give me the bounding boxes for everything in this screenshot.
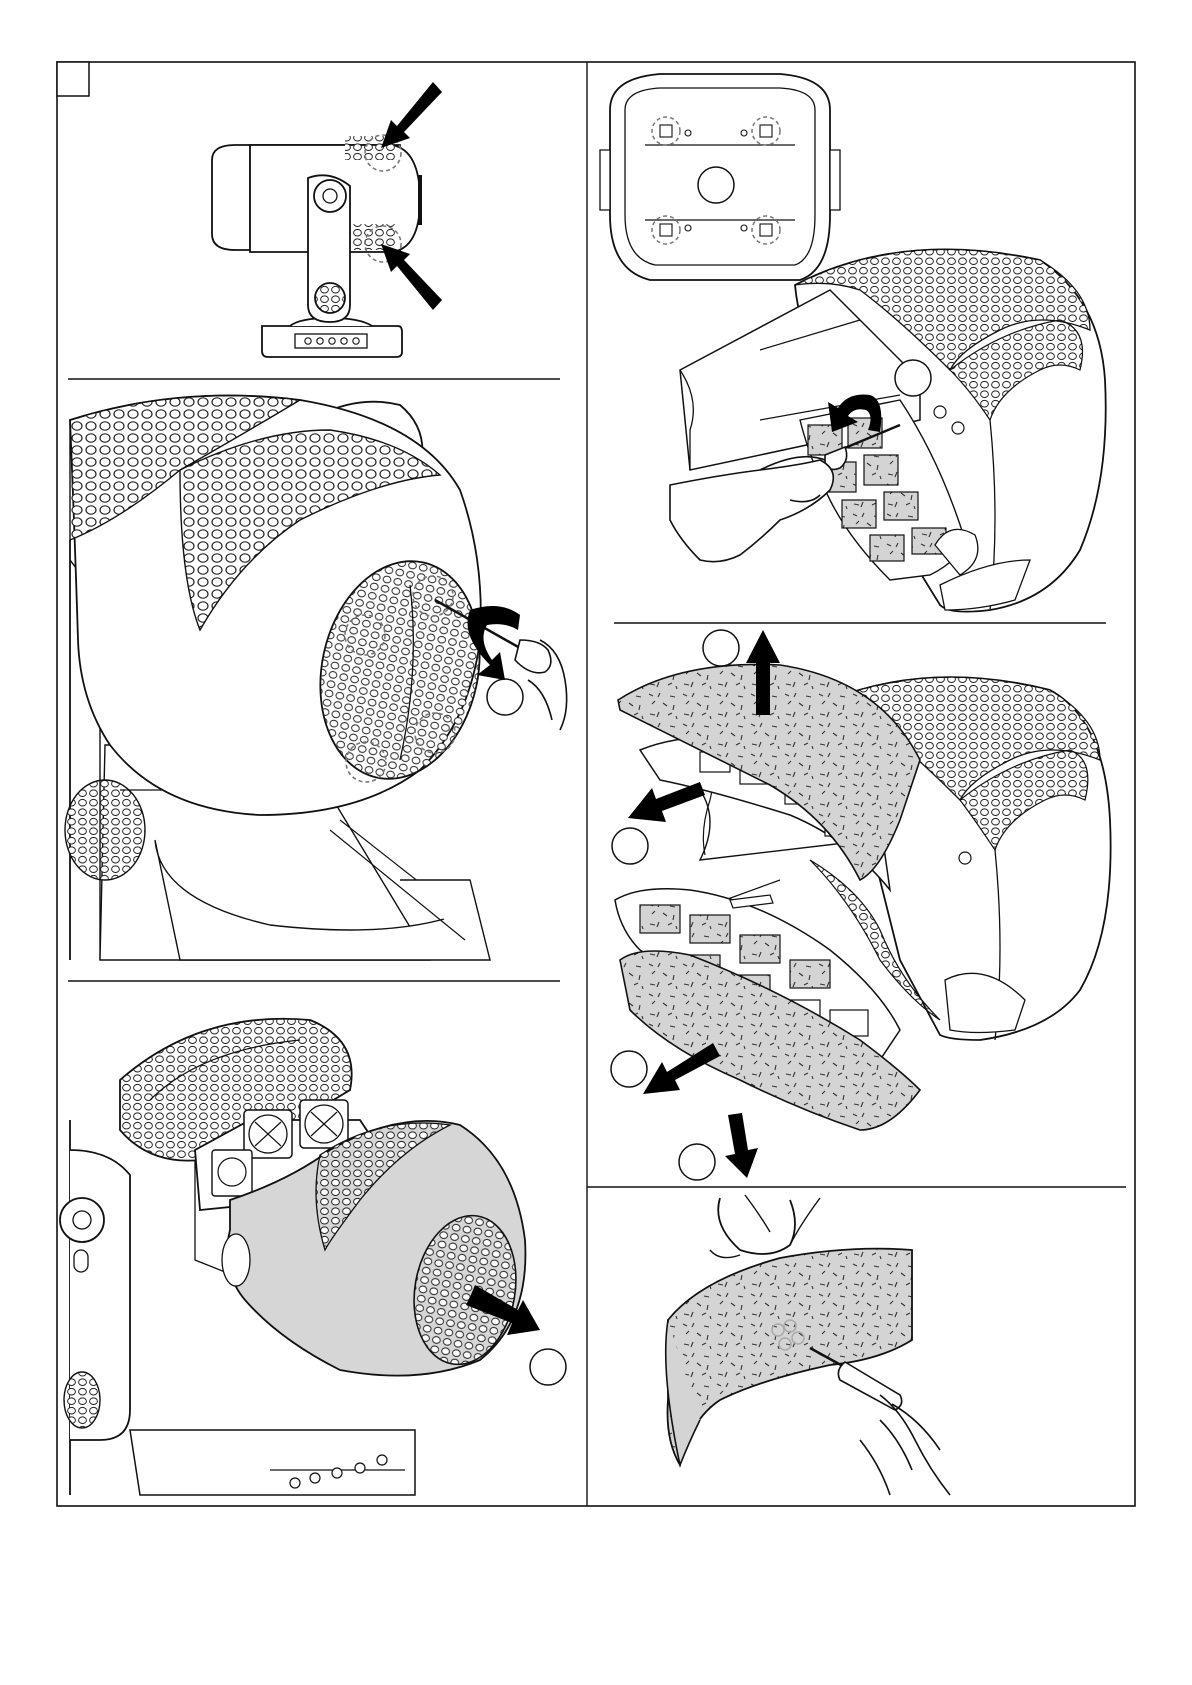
corner-tab <box>57 62 89 96</box>
arrow-icon <box>381 244 442 310</box>
panel-unscrew-rear-cover <box>65 396 523 961</box>
panel-clean-filter <box>666 1195 912 1465</box>
panel-fixture-overview <box>212 135 420 357</box>
arrow-icon <box>725 1113 758 1178</box>
arrow-icon <box>381 82 442 148</box>
arrow-icon <box>628 782 705 822</box>
air-blower-icon <box>810 1348 950 1495</box>
panel-remove-rear-cover <box>60 1019 566 1495</box>
panel-remove-filters <box>611 630 1111 1180</box>
